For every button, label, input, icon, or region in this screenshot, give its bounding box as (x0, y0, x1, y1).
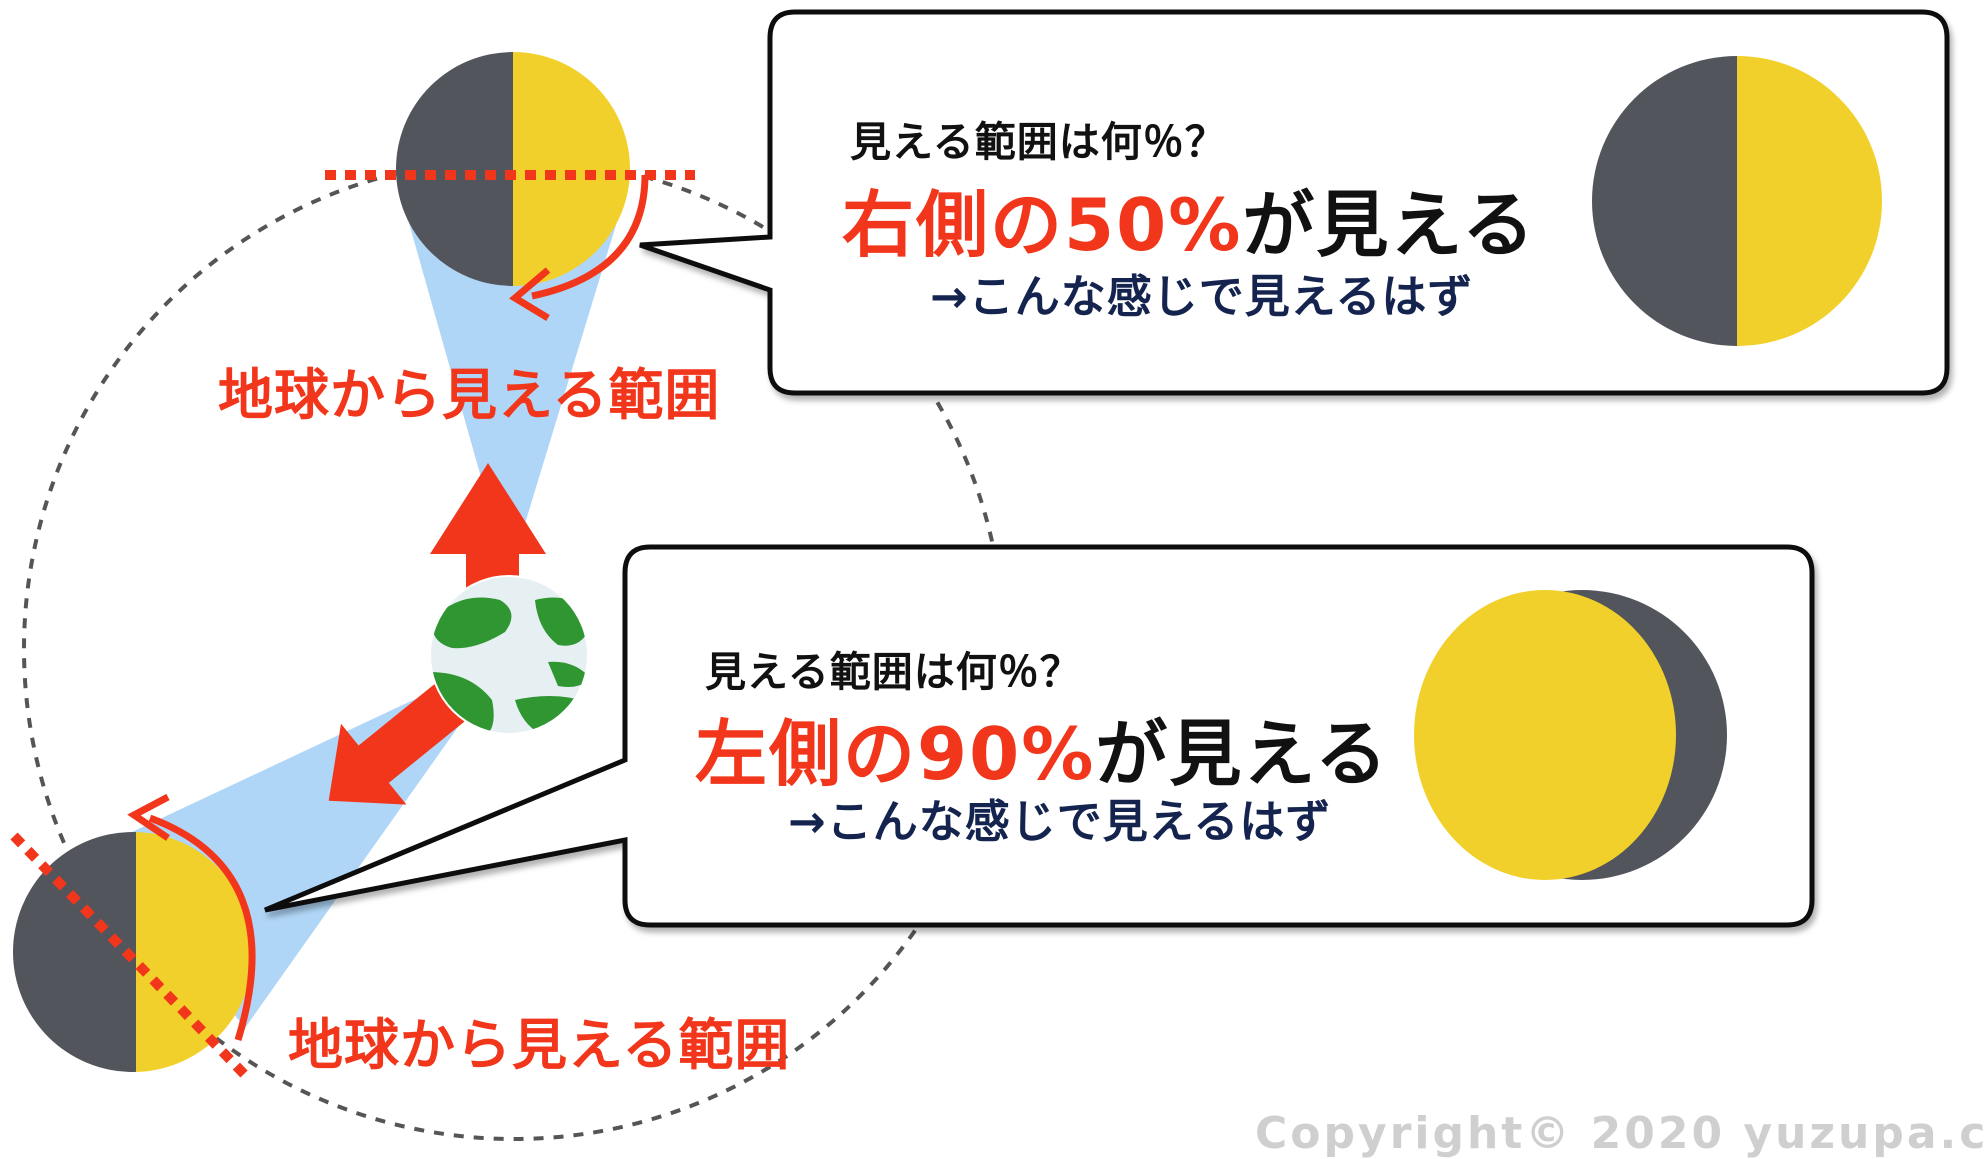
callout-top-question: 見える範囲は何％？ (850, 118, 1227, 166)
red-arrow-down-left-icon (328, 681, 469, 805)
gibbous-moon-icon (1414, 590, 1727, 880)
moon-phase-diagram (10, 9, 1950, 1141)
callout-bottom-answer: 左側の90%が見える (695, 695, 1389, 800)
copyright-text: Copyright© 2020 yuzupa.c (1255, 1108, 1988, 1159)
visible-region-label-bottom: 地球から見える範囲 (288, 1013, 791, 1077)
callout-box-top (639, 9, 1950, 396)
callout-box-bottom (264, 544, 1815, 928)
callout-bottom-answer-rest: が見える (1095, 712, 1390, 796)
visible-region-label-top: 地球から見える範囲 (218, 363, 721, 427)
callout-bottom-note: →こんな感じで見えるはず (788, 795, 1332, 848)
visible-arc-arrow-top (531, 174, 649, 300)
callout-top-answer: 右側の50%が見える (842, 166, 1536, 271)
arrowhead-bottom (127, 793, 170, 841)
callout-bottom-answer-highlight: 左側の90% (695, 712, 1096, 796)
callout-top-note: →こんな感じで見えるはず (930, 270, 1474, 323)
visible-arc-arrow-bottom (148, 814, 256, 1042)
callout-top-answer-rest: が見える (1242, 183, 1537, 267)
visibility-boundary-bottom (10, 832, 249, 1079)
callout-top-answer-highlight: 右側の50% (842, 183, 1243, 267)
callout-bottom-question: 見える範囲は何％？ (705, 648, 1082, 696)
arrowhead-top (509, 267, 551, 321)
view-cone-top (403, 202, 623, 576)
